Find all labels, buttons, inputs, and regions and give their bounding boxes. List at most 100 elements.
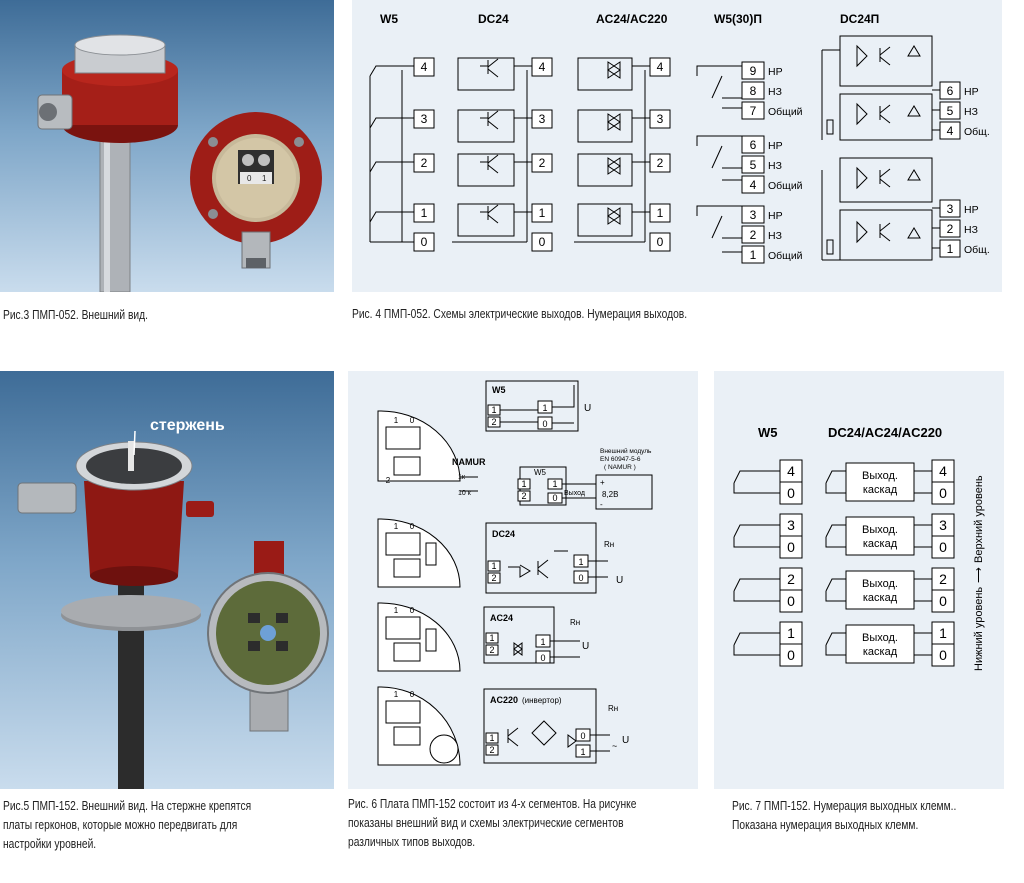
fig4-header: DC24П	[840, 12, 879, 26]
fig6-u-label: U	[584, 403, 591, 414]
fig7-w5-terminal: 2	[787, 571, 795, 587]
fig6-pin: 0	[542, 419, 547, 429]
fig5-caption-line: настройки уровней.	[3, 837, 97, 851]
fig4-dc24p-term: 2	[947, 222, 954, 236]
fig6-board-pin: 0	[410, 690, 415, 699]
fig4-dc24p-label: НР	[964, 204, 979, 216]
fig7-header-right: DC24/AC24/AC220	[828, 425, 942, 440]
fig4-relay-label: Общий	[768, 180, 803, 192]
fig6-rn-label: Rн	[570, 618, 580, 627]
fig4-caption: Рис. 4 ПМП-052. Схемы электрические выхо…	[352, 307, 688, 321]
fig6-board-pin: 1	[394, 522, 399, 531]
fig5-caption: Рис.5 ПМП-152. Внешний вид. На стержне к…	[3, 797, 336, 854]
fig6-voltage: 8,2В	[602, 490, 618, 499]
fig6-caption-line: различных типов выходов.	[348, 835, 476, 849]
fig4-header: W5(30)П	[714, 12, 762, 26]
fig6-out-label: Выход	[564, 490, 585, 497]
fig4-header: DC24	[478, 12, 509, 26]
fig6-u-label: U	[616, 575, 623, 586]
fig7-w5-terminal: 0	[787, 539, 795, 555]
fig7-w5-terminal: 1	[787, 625, 795, 641]
fig6-board-pin: 0	[410, 606, 415, 615]
fig7-cascade-label: Выход.	[862, 578, 898, 590]
fig6-caption-line: показаны внешний вид и схемы электрическ…	[348, 816, 624, 830]
fig7-cascade-terminal: 3	[939, 517, 947, 533]
fig6-board-pin: 2	[386, 476, 391, 485]
fig4-w5-output: 0	[421, 235, 428, 249]
fig6-board-pin: 0	[410, 416, 415, 425]
fig6-plus: +	[600, 478, 605, 487]
fig4-w5-output: 3	[421, 112, 428, 126]
fig4-relay-label: НЗ	[768, 86, 782, 98]
fig4-ac-output: 4	[657, 60, 664, 74]
fig4-relay-term: 7	[750, 104, 757, 118]
fig6-u-label: U	[622, 735, 629, 746]
fig6-pin: 0	[540, 653, 545, 663]
fig4-diagram: W5 DC24 AC24/AC220 W5(30)П DC24П 4 3 2 1…	[352, 0, 1002, 292]
fig6-caption-line: Рис. 6 Плата ПМП-152 состоит из 4-х сегм…	[348, 797, 637, 811]
fig6-pin: 2	[521, 491, 526, 501]
fig6-segment-title: AC24	[490, 613, 513, 623]
fig7-caption-line: Рис. 7 ПМП-152. Нумерация выходных клемм…	[732, 799, 957, 813]
fig7-cascade-terminal: 0	[939, 539, 947, 555]
fig3-device-illustration: 0 1	[37, 34, 322, 292]
fig6-pin: 2	[489, 745, 494, 755]
fig4-ac-output: 1	[657, 206, 664, 220]
fig4-dc24p-label: Общ.	[964, 244, 990, 256]
fig7-cascade-terminal: 0	[939, 593, 947, 609]
fig6-segment-title: W5	[492, 385, 506, 395]
fig4-dc24p-label: НР	[964, 86, 979, 98]
fig6-segment-title: AC220	[490, 695, 518, 705]
fig7-caption-line: Показана нумерация выходных клемм.	[732, 818, 919, 832]
fig4-relay-term: 3	[750, 208, 757, 222]
fig6-segment-title: NAMUR	[452, 457, 486, 467]
fig4-w5-output: 2	[421, 156, 428, 170]
fig4-relay-label: Общий	[768, 250, 803, 262]
fig6-module-line: Внешний модуль	[600, 447, 652, 455]
fig6-segment-title: DC24	[492, 529, 515, 539]
fig4-relay-label: НЗ	[768, 160, 782, 172]
fig7-cascade-terminal: 0	[939, 485, 947, 501]
fig6-pin: 1	[489, 733, 494, 743]
fig3-terminal-label: 1	[262, 174, 267, 183]
fig4-dc24p-term: 1	[947, 242, 954, 256]
fig3-terminal-label: 0	[247, 174, 252, 183]
fig7-w5-terminal: 0	[787, 647, 795, 663]
fig7-cascade-terminal: 2	[939, 571, 947, 587]
fig4-relay-label: НР	[768, 210, 783, 222]
fig7-header-left: W5	[758, 425, 778, 440]
fig4-relay-label: НЗ	[768, 230, 782, 242]
fig6-board-pin: 1	[394, 606, 399, 615]
fig6-inverter-note: (инвертор)	[522, 696, 562, 705]
fig7-w5-terminal: 3	[787, 517, 795, 533]
fig6-module-line: ( NAMUR )	[604, 464, 636, 471]
fig6-segment-title: W5	[534, 468, 547, 477]
fig7-cascade-label: Выход.	[862, 470, 898, 482]
fig7-side-lower: Нижний уровень	[973, 587, 985, 671]
fig4-dc24-output: 1	[539, 206, 546, 220]
fig6-pin: 0	[580, 731, 585, 741]
fig4-relay-term: 4	[750, 178, 757, 192]
fig4-relay-term: 2	[750, 228, 757, 242]
fig6-pin: 1	[489, 633, 494, 643]
fig6-pin: 2	[489, 645, 494, 655]
fig6-tilde: ~	[612, 741, 617, 751]
fig6-board-pin: 0	[410, 522, 415, 531]
fig4-relay-label: Общий	[768, 106, 803, 118]
fig5-rod-label: стержень	[150, 417, 225, 434]
fig7-cascade-label: каскад	[863, 538, 898, 550]
fig6-pin: 1	[580, 747, 585, 757]
fig6-diagram: 1 0 2 1 0 1 0 1 0 W5 1 2 1 0 U	[348, 371, 698, 789]
fig4-header: W5	[380, 12, 398, 26]
fig6-minus: -	[600, 500, 603, 509]
fig6-resistor-label: 10 к	[458, 490, 472, 497]
fig7-cascade-terminal: 4	[939, 463, 947, 479]
fig4-relay-label: НР	[768, 66, 783, 78]
fig6-pin: 1	[491, 405, 496, 415]
fig6-caption: Рис. 6 Плата ПМП-152 состоит из 4-х сегм…	[348, 795, 715, 852]
fig6-pin: 2	[491, 417, 496, 427]
fig4-dc24p-term: 3	[947, 202, 954, 216]
fig7-side-arrow: ⟶	[973, 567, 985, 583]
fig7-cascade-label: каскад	[863, 484, 898, 496]
fig7-cascade-label: Выход.	[862, 524, 898, 536]
